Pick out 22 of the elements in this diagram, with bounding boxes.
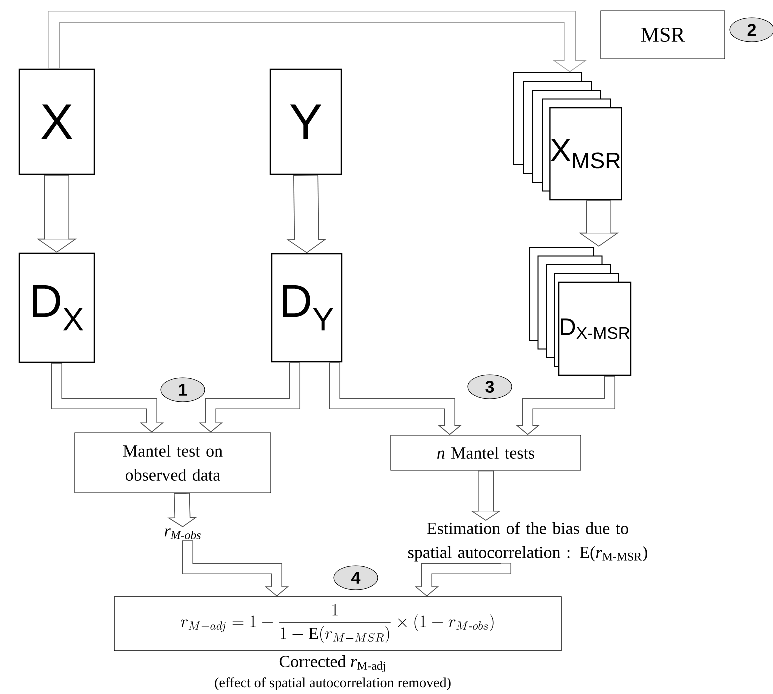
step-number: 4 (334, 566, 378, 590)
process-box: MSR (600, 10, 726, 60)
caption-text: Corrected r$_{M-adj}$ (280, 656, 386, 672)
process-box: Mantel test on observed data (74, 432, 272, 494)
matrix-stack: X$_{MSR}$ (514, 72, 622, 201)
result-text: r$_{M-obs}$ (164, 528, 201, 540)
process-box: n Mantel tests (390, 435, 582, 471)
matrix-card: D$_{Y}$ (271, 253, 343, 363)
hollow-arrow (52, 363, 164, 433)
result-text: Estimation of the bias due to spatial autocorrelation : E(r$_{M-MSR}$) (408, 522, 648, 562)
formula-box: $r_{M-adj} = 1 - \frac{1}{1-\mathrm{E}(r_{M-MSR})} \times (1-r_{M\text{-}obs})$ (114, 596, 562, 652)
hollow-arrow (330, 362, 462, 436)
step-number: 3 (468, 374, 512, 400)
step-number: 2 (730, 18, 773, 42)
step-number: 1 (160, 378, 206, 402)
matrix-card: X (18, 68, 96, 176)
hollow-arrow (182, 540, 290, 597)
matrix-stack: D$_{X-MSR}$ (530, 247, 632, 376)
caption-text: (effect of spatial autocorrelation removed) (215, 678, 451, 690)
matrix-card: D$_{X}$ (18, 252, 96, 364)
matrix-card: Y (270, 68, 342, 176)
hollow-arrow (48, 11, 588, 72)
